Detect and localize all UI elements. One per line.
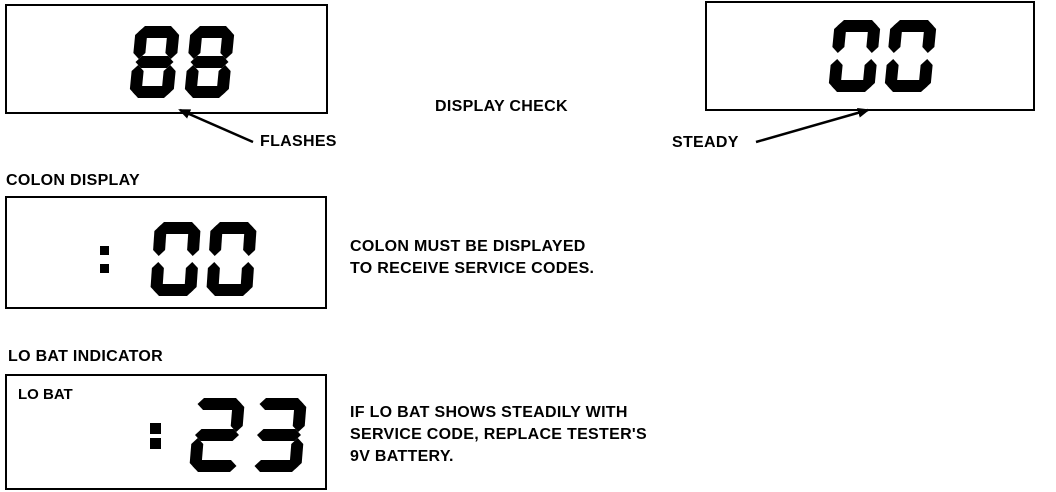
segment-f <box>188 29 203 59</box>
steady-display-digits <box>828 20 937 92</box>
flashing-display-digits <box>129 26 235 98</box>
segment-b <box>230 401 245 432</box>
segment-b <box>292 401 307 432</box>
segment-a <box>213 222 254 234</box>
segment-c <box>862 59 877 89</box>
colon-note-line-1: COLON MUST BE DISPLAYED <box>350 238 586 255</box>
lo-bat-note-line-3: 9V BATTERY. <box>350 448 454 465</box>
segment-b <box>187 225 201 256</box>
segment-c <box>240 262 254 293</box>
segment-f <box>209 225 223 256</box>
segment-c <box>216 65 231 95</box>
segment-b <box>866 23 881 53</box>
segment-a <box>138 26 177 38</box>
lo-bat-note: IF LO BAT SHOWS STEADILY WITH SERVICE CO… <box>350 402 647 468</box>
colon-display <box>5 196 327 309</box>
colon-dot-1 <box>100 246 109 255</box>
segment-e <box>184 65 199 95</box>
segment-c <box>161 65 176 95</box>
flashes-arrow <box>178 108 254 144</box>
display-check-title: DISPLAY CHECK <box>435 98 568 115</box>
lo-bat-display-digits <box>150 398 307 472</box>
segment-e <box>884 59 899 89</box>
colon-display-heading: COLON DISPLAY <box>6 172 140 189</box>
segment-f <box>832 23 847 53</box>
segment-g <box>135 56 174 68</box>
segment-a <box>259 398 304 410</box>
segment-g <box>195 429 239 441</box>
segment-e <box>189 438 204 469</box>
lo-bat-note-line-1: IF LO BAT SHOWS STEADILY WITH <box>350 404 628 421</box>
segment-f <box>133 29 148 59</box>
flashes-annotation: FLASHES <box>260 133 337 150</box>
lo-bat-display: LO BAT <box>5 374 327 490</box>
steady-annotation: STEADY <box>672 134 739 151</box>
segment-a <box>893 20 934 32</box>
segment-c <box>184 262 198 293</box>
segment-d <box>209 284 250 296</box>
segment-g <box>190 56 229 68</box>
segment-e <box>150 262 164 293</box>
segment-a <box>193 26 232 38</box>
segment-e <box>129 65 144 95</box>
segment-f <box>888 23 903 53</box>
segment-a <box>837 20 878 32</box>
segment-a <box>157 222 198 234</box>
segment-b <box>165 29 180 59</box>
segment-b <box>243 225 257 256</box>
segment-b <box>922 23 937 53</box>
segment-e <box>828 59 843 89</box>
segment-d <box>187 86 226 98</box>
segment-d <box>153 284 194 296</box>
colon-display-note: COLON MUST BE DISPLAYED TO RECEIVE SERVI… <box>350 236 594 280</box>
segment-b <box>220 29 235 59</box>
segment-a <box>197 398 242 410</box>
lo-bat-heading: LO BAT INDICATOR <box>8 348 164 365</box>
colon-dot-1 <box>150 423 161 434</box>
segment-g <box>257 429 301 441</box>
colon-display-digits <box>100 222 257 296</box>
segment-d <box>192 460 237 472</box>
colon-dot-2 <box>100 264 109 273</box>
flashing-display <box>5 4 328 114</box>
segment-c <box>289 438 304 469</box>
segment-e <box>206 262 220 293</box>
segment-d <box>831 80 872 92</box>
segment-d <box>254 460 299 472</box>
segment-d <box>132 86 171 98</box>
segment-f <box>153 225 167 256</box>
lo-bat-note-line-2: SERVICE CODE, REPLACE TESTER'S <box>350 426 648 443</box>
steady-arrow <box>755 107 870 144</box>
colon-dot-2 <box>150 438 161 449</box>
lo-bat-label: LO BAT <box>18 386 73 403</box>
colon-note-line-2: TO RECEIVE SERVICE CODES. <box>350 260 595 277</box>
steady-display <box>705 1 1035 111</box>
segment-c <box>918 59 933 89</box>
segment-d <box>887 80 928 92</box>
